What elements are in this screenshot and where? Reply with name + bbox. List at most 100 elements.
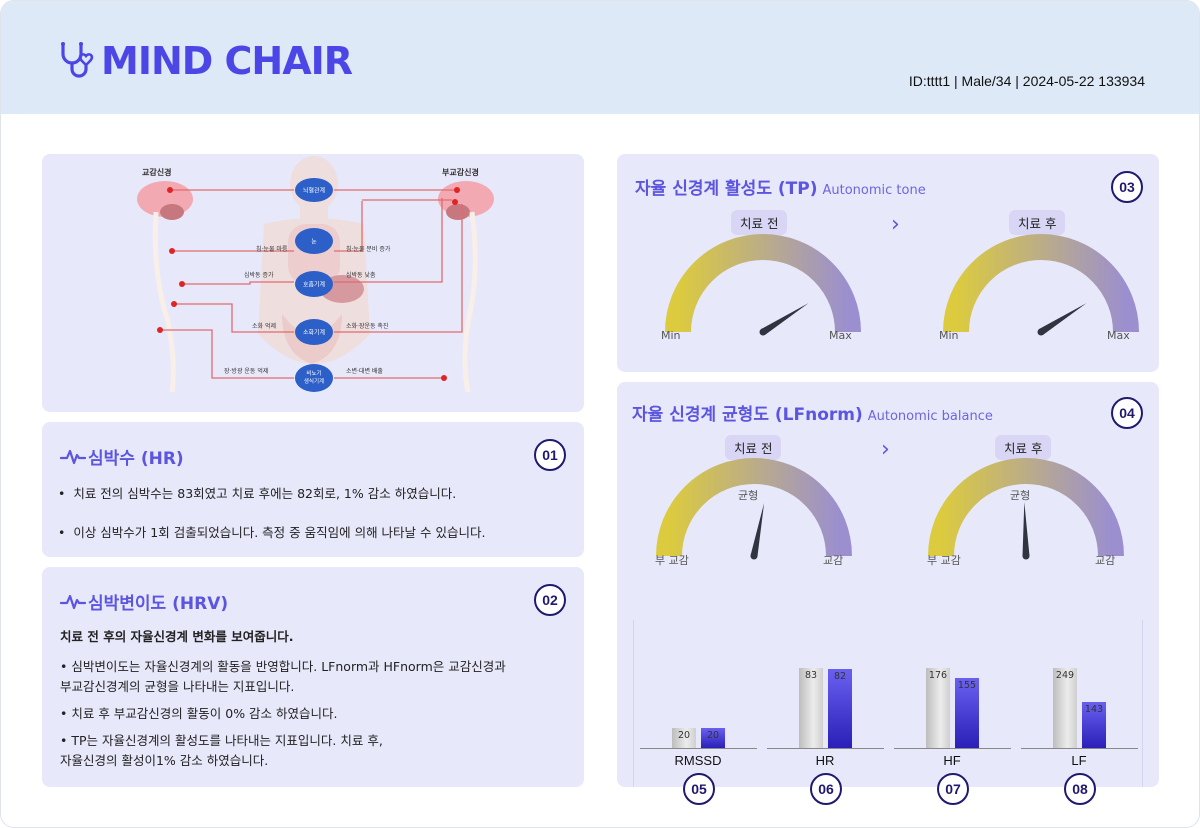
bar-lf-after — [1082, 702, 1106, 748]
patient-info: ID:tttt1 | Male/34 | 2024-05-22 133934 — [908, 73, 1145, 89]
hr-bullet-1-text: 치료 전의 심박수는 83회였고 치료 후에는 82회로, 1% 감소 하였습니… — [73, 486, 457, 501]
badge-08: 08 — [1064, 773, 1096, 805]
badge-07: 07 — [937, 773, 969, 805]
lf-gauge-after — [928, 458, 1124, 560]
lf-title-text: 자율 신경계 균형도 (LFnorm) — [632, 405, 863, 425]
tp-subtitle: Autonomic tone — [822, 183, 926, 198]
lf-after-pill: 치료 후 — [995, 435, 1052, 460]
header-bar: MIND CHAIR ID:tttt1 | Male/34 | 2024-05-… — [1, 1, 1199, 114]
bar-baseline — [1021, 748, 1138, 749]
organ-label: 호흡기계 — [303, 281, 325, 289]
bar-value-label: 249 — [1055, 670, 1075, 681]
gauge-arc — [928, 458, 1124, 557]
badge-02: 02 — [534, 584, 566, 616]
organ-label-line1: 비뇨기 — [306, 369, 321, 377]
lf-before-center-label: 균형 — [738, 489, 759, 502]
gauge-needle — [1039, 303, 1087, 335]
tp-before-pill: 치료 전 — [731, 210, 788, 235]
bar-hf-after — [955, 677, 979, 748]
lf-before-pill: 치료 전 — [725, 435, 782, 460]
hrv-title-text: 심박변이도 (HRV) — [88, 594, 229, 614]
effect-label: 심박동 증가 — [244, 271, 274, 279]
hrv-p3-line2: 자율신경의 활성이1% 감소 하였습니다. — [60, 753, 269, 768]
gauge-needle — [750, 503, 765, 557]
x-axis-label: RMSSD — [674, 753, 722, 768]
hr-bullet-1: • 치료 전의 심박수는 83회였고 치료 후에는 82회로, 1% 감소 하였… — [58, 486, 457, 501]
bar-lf-before — [1053, 668, 1077, 748]
tp-card: 자율 신경계 활성도 (TP) Autonomic tone 03 치료 전 치… — [617, 154, 1159, 372]
bar-baseline — [640, 748, 757, 749]
badge-03: 03 — [1111, 171, 1143, 203]
hrv-p1-line1: • 심박변이도는 자율신경계의 활동을 반영합니다. LFnorm과 HFnor… — [60, 659, 506, 674]
hr-bullet-2-text: 이상 심박수가 1회 검출되었습니다. 측정 중 움직임에 의해 나타날 수 있… — [73, 525, 486, 540]
bar-hr-after — [828, 668, 852, 748]
lf-after-center-label: 균형 — [1010, 489, 1031, 502]
chevron-right-icon: › — [891, 212, 900, 237]
hrv-title: 심박변이도 (HRV) — [60, 589, 228, 614]
badge-06: 06 — [810, 773, 842, 805]
hrv-paragraph-3: • TP는 자율신경계의 활성도를 나타내는 지표입니다. 치료 후, 자율신경의… — [60, 731, 570, 771]
bar-value-label: 83 — [804, 670, 818, 681]
lf-before-left-label: 부 교감 — [655, 554, 689, 567]
tp-gauge-after — [943, 234, 1139, 336]
tp-title-text: 자율 신경계 활성도 (TP) — [635, 179, 818, 199]
effect-label: 소변·대변 배출 — [346, 367, 383, 375]
gauge-arc — [656, 458, 852, 557]
organ-label: 뇌혈관계 — [303, 187, 325, 195]
tp-title: 자율 신경계 활성도 (TP) Autonomic tone — [635, 174, 926, 199]
x-axis-label: HF — [943, 753, 961, 768]
hrv-intro: 치료 전 후의 자율신경계 변화를 보여줍니다. — [60, 629, 294, 644]
pulse-icon — [60, 449, 86, 464]
gauge-arc — [665, 234, 861, 333]
stethoscope-icon — [61, 42, 94, 78]
organ-node-digestive: 소화기계 — [295, 319, 333, 345]
bar-hr-before — [799, 668, 823, 748]
lf-title: 자율 신경계 균형도 (LFnorm) Autonomic balance — [632, 400, 993, 425]
tp-gauge-before — [665, 234, 861, 336]
gauge-hub — [750, 552, 758, 560]
hr-title: 심박수 (HR) — [60, 444, 184, 469]
bar-value-label: 20 — [677, 730, 691, 741]
hrv-description: 치료 전 후의 자율신경계 변화를 보여줍니다. • 심박변이도는 자율신경계의… — [60, 627, 570, 778]
bar-baseline — [894, 748, 1011, 749]
tp-after-min-label: Min — [939, 329, 959, 342]
badge-04: 04 — [1111, 397, 1143, 429]
bar-value-label: 143 — [1084, 704, 1104, 716]
chevron-right-icon: › — [881, 437, 890, 462]
sympathetic-label: 교감신경 — [142, 167, 171, 177]
bar-value-label: 82 — [833, 670, 847, 682]
lfnorm-card: 자율 신경계 균형도 (LFnorm) Autonomic balance 04… — [617, 382, 1159, 805]
organ-node-brain-vessel: 뇌혈관계 — [295, 178, 333, 202]
organ-label: 소화기계 — [303, 329, 325, 337]
tp-before-max-label: Max — [829, 329, 852, 342]
x-axis-label: LF — [1071, 753, 1087, 768]
effect-label: 심박동 낮춤 — [346, 271, 376, 279]
x-axis-label: HR — [815, 753, 835, 768]
nervous-system-diagram-card: 교감신경 부교감신경 뇌혈관계 눈 호흡기계 소화기계 비뇨기 — [42, 154, 584, 412]
hr-title-text: 심박수 (HR) — [88, 449, 184, 469]
bar-rmssd-after — [701, 728, 725, 748]
parasympathetic-label: 부교감신경 — [442, 167, 479, 177]
effect-label: 침·눈물 마름 — [256, 245, 288, 253]
pulse-icon — [60, 594, 86, 609]
badge-05: 05 — [683, 773, 715, 805]
organ-label: 눈 — [311, 239, 317, 246]
nervous-system-diagram: 교감신경 부교감신경 뇌혈관계 눈 호흡기계 소화기계 비뇨기 — [137, 156, 494, 393]
brand-logo: MIND CHAIR — [57, 39, 353, 83]
effect-label: 장·방광 운동 억제 — [224, 367, 268, 375]
hrv-card: 심박변이도 (HRV) 02 치료 전 후의 자율신경계 변화를 보여줍니다. … — [42, 567, 584, 787]
organ-node-urogenital: 비뇨기 생식기계 — [295, 364, 333, 392]
brand-name: MIND CHAIR — [101, 39, 353, 83]
gauge-needle — [1022, 502, 1030, 557]
gauge-needle — [761, 303, 809, 335]
hrv-p3-line1: • TP는 자율신경계의 활성도를 나타내는 지표입니다. 치료 후, — [60, 733, 383, 748]
gauge-hub — [759, 328, 767, 336]
lf-after-left-label: 부 교감 — [927, 554, 961, 567]
bar-value-label: 176 — [928, 670, 948, 681]
bar-value-label: 155 — [957, 679, 977, 691]
hr-bullet-2: • 이상 심박수가 1회 검출되었습니다. 측정 중 움직임에 의해 나타날 수… — [58, 525, 486, 540]
lf-subtitle: Autonomic balance — [867, 409, 993, 424]
organ-node-respiratory: 호흡기계 — [295, 271, 333, 297]
effect-label: 침·눈물 분비 증가 — [346, 245, 391, 253]
gauge-arc — [943, 234, 1139, 333]
